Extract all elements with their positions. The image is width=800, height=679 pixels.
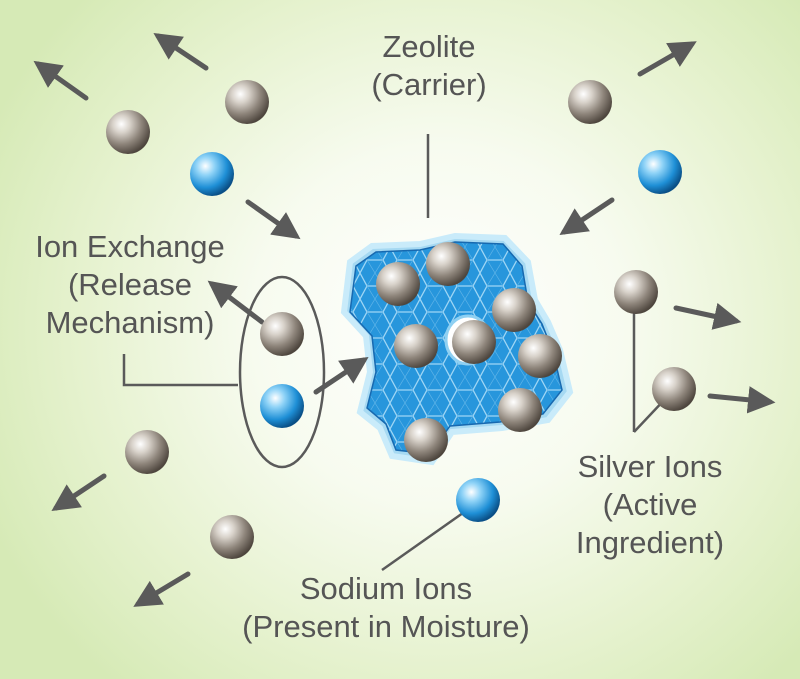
- silver-ion: [652, 367, 696, 411]
- ion-exchange-label-line-3: Mechanism): [45, 305, 215, 340]
- sodium-ions: [190, 150, 682, 522]
- silver-ions-label: Silver Ions (Active Ingredient): [550, 448, 750, 562]
- arrow-outward-top-left: [33, 60, 89, 101]
- silver-ion: [225, 80, 269, 124]
- zeolite-label-line-1: Zeolite: [382, 29, 476, 64]
- arrow-inward-right: [559, 197, 615, 236]
- silver-ion: [492, 288, 536, 332]
- ion-exchange-bracket-line: [122, 354, 238, 387]
- motion-arrows: [33, 32, 776, 607]
- silver-ion: [498, 388, 542, 432]
- ion-exchange-label-line-1: Ion Exchange: [35, 229, 225, 264]
- arrow-outward-bottom-left: [51, 473, 107, 512]
- silver-ion: [210, 515, 254, 559]
- sodium-pointer-line: [381, 506, 471, 572]
- silver-ion: [614, 270, 658, 314]
- silver-ion: [568, 80, 612, 124]
- silver-ion: [125, 430, 169, 474]
- silver-ion: [404, 418, 448, 462]
- arrow-outward-right-lower: [707, 386, 776, 414]
- arrow-sodium-to-zeolite: [313, 356, 369, 395]
- zeolite-label: Zeolite (Carrier): [344, 28, 514, 104]
- ion-exchange-ellipse: [238, 275, 326, 469]
- sodium-ion: [638, 150, 682, 194]
- silver-ion: [452, 320, 496, 364]
- silver-ion: [394, 324, 438, 368]
- silver-ion: [106, 110, 150, 154]
- sodium-ions-label-line-1: Sodium Ions: [299, 571, 473, 606]
- sodium-ion: [260, 384, 304, 428]
- arrow-outward-top-right: [637, 41, 697, 77]
- arrow-outward-bottom-left-lower: [133, 571, 191, 607]
- silver-ions-label-line-3: Ingredient): [575, 525, 725, 560]
- silver-ions: [106, 80, 696, 559]
- ion-exchange-label: Ion Exchange (Release Mechanism): [10, 228, 250, 342]
- arrow-inward-left: [245, 199, 301, 240]
- silver-ions-label-line-1: Silver Ions: [577, 449, 723, 484]
- connector-lines: [122, 134, 668, 572]
- silver-ion: [426, 242, 470, 286]
- ion-exchange-label-line-2: (Release: [67, 267, 193, 302]
- sodium-ion: [190, 152, 234, 196]
- sodium-ions-label: Sodium Ions (Present in Moisture): [196, 570, 576, 646]
- silver-ion: [260, 312, 304, 356]
- silver-ions-label-line-2: (Active: [602, 487, 698, 522]
- arrow-outward-top-left-upper: [153, 32, 209, 71]
- silver-ion: [518, 334, 562, 378]
- silver-ion: [376, 262, 420, 306]
- sodium-ions-label-line-2: (Present in Moisture): [242, 609, 530, 644]
- arrow-outward-right-upper: [673, 302, 742, 330]
- zeolite-label-line-2: (Carrier): [371, 67, 487, 102]
- sodium-ion: [456, 478, 500, 522]
- arrow-release-silver: [207, 280, 265, 325]
